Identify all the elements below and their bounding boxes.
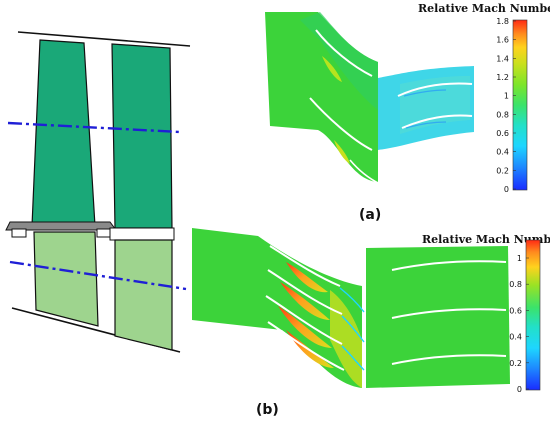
stator-passage-b bbox=[192, 228, 362, 388]
colorbar-a-scale bbox=[512, 19, 528, 191]
colorbar-tick-label: 0.6 bbox=[509, 306, 522, 315]
colorbar-tick-label: 1 bbox=[517, 254, 522, 263]
stator-vane-a1 bbox=[315, 29, 373, 77]
colorbar-tick-label: 1.8 bbox=[496, 17, 509, 26]
colorbar-tick-label: 0.6 bbox=[496, 129, 509, 138]
stator-vane-a2 bbox=[309, 97, 373, 151]
hotspot-b2 bbox=[280, 282, 330, 320]
colorbar-tick-label: 0.4 bbox=[496, 148, 509, 157]
seal-box-left bbox=[11, 228, 27, 238]
colorbar-tick-label: 0.8 bbox=[496, 110, 509, 119]
stator-vane-a3 bbox=[349, 159, 381, 185]
colorbar-a: Relative Mach Number 0 0.2 0.4 0.6 0.8 1 1.2 1.… bbox=[418, 2, 550, 194]
transition-b bbox=[330, 290, 362, 388]
wake-b1 bbox=[339, 287, 365, 313]
colorbar-b-ticks: 0 0.2 0.4 0.6 0.8 1 bbox=[509, 254, 529, 394]
colorbar-b: Relative Mach Number 0 0.2 0.4 0.6 0.8 1 bbox=[422, 233, 550, 394]
rotor-blade-2 bbox=[114, 239, 173, 351]
colorbar-tick-label: 1.4 bbox=[496, 54, 509, 63]
colorbar-a-ticks: 0 0.2 0.4 0.6 0.8 1 1.2 1.4 1.6 1.8 bbox=[496, 17, 516, 194]
colorbar-b-title: Relative Mach Number bbox=[422, 233, 550, 246]
axis-centerline-top bbox=[7, 121, 181, 134]
stator-vane-b2 bbox=[267, 269, 343, 315]
stator-vane-b3 bbox=[265, 295, 343, 345]
shroud-bar bbox=[109, 227, 175, 241]
seal-box-mid bbox=[96, 228, 112, 238]
colorbar-tick-label: 0.2 bbox=[496, 166, 509, 175]
wake-b2 bbox=[341, 315, 365, 343]
rotor-blade-b3 bbox=[391, 354, 507, 365]
stator-passage-a-shade bbox=[300, 12, 378, 110]
rotor-blade-a1 bbox=[397, 82, 473, 97]
rotor-passage-b bbox=[366, 246, 510, 388]
colorbar-tick-label: 0.2 bbox=[509, 359, 522, 368]
rotor-blade-b1 bbox=[391, 260, 507, 271]
colorbar-tick-label: 0 bbox=[504, 185, 509, 194]
colorbar-tick-label: 0.4 bbox=[509, 333, 522, 342]
contour-panel-a bbox=[265, 12, 474, 185]
stator-vane-b1 bbox=[269, 245, 341, 287]
colorbar-tick-label: 0 bbox=[517, 385, 522, 394]
rotor-shock-a1 bbox=[403, 89, 447, 97]
panel-b-label: (b) bbox=[256, 402, 279, 418]
hotspot-a1 bbox=[322, 56, 342, 82]
colorbar-a-title: Relative Mach Number bbox=[418, 2, 550, 15]
rotor-blade-a2 bbox=[401, 114, 473, 129]
stator-blade-1 bbox=[31, 39, 96, 227]
contour-panel-b bbox=[192, 228, 510, 388]
colorbar-tick-label: 1 bbox=[504, 92, 509, 101]
stator-vane-b4 bbox=[267, 321, 345, 371]
rotor-blade-b2 bbox=[391, 308, 507, 319]
wake-b3 bbox=[341, 345, 365, 371]
rotor-passage-a-core bbox=[400, 76, 470, 134]
colorbar-b-scale bbox=[525, 239, 541, 391]
colorbar-tick-label: 0.8 bbox=[509, 280, 522, 289]
colorbar-tick-label: 1.6 bbox=[496, 36, 509, 45]
stator-blade-2 bbox=[111, 43, 173, 229]
axis-centerline-bottom bbox=[9, 260, 187, 291]
hotspot-b3 bbox=[278, 306, 332, 348]
panel-a-label: (a) bbox=[359, 207, 381, 223]
rotor-shock-a2 bbox=[405, 121, 447, 129]
hotspot-a2 bbox=[334, 140, 350, 164]
casing-line bbox=[17, 31, 191, 47]
meridional-schematic bbox=[5, 31, 191, 353]
rotor-blade-1 bbox=[33, 231, 99, 327]
colorbar-tick-label: 1.2 bbox=[496, 73, 509, 82]
hotspot-b1 bbox=[286, 262, 328, 293]
